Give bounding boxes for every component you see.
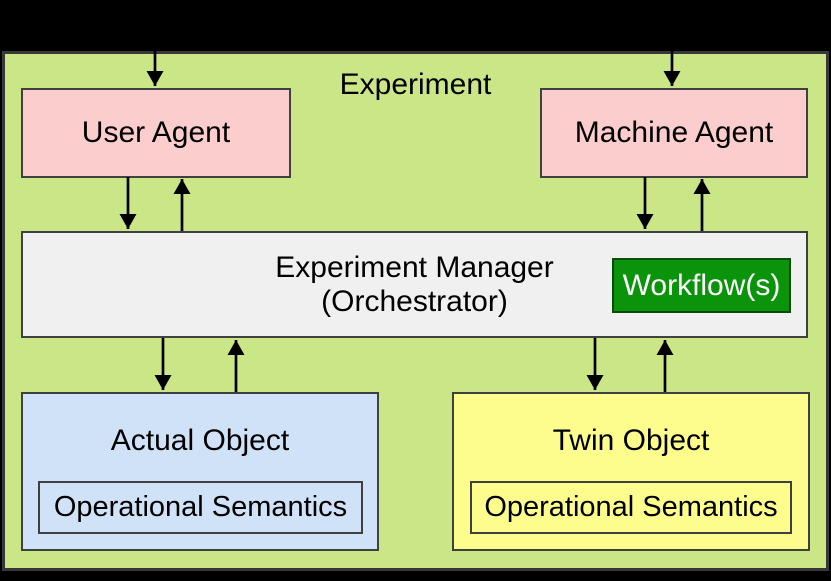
experiment-manager-sublabel: (Orchestrator) (321, 284, 508, 318)
actual-operational-semantics-box: Operational Semantics (38, 481, 363, 534)
twin-operational-semantics-label: Operational Semantics (484, 491, 778, 523)
node-machine-agent: Machine Agent (540, 88, 808, 178)
user-agent-label: User Agent (81, 116, 231, 149)
workflow-label: Workflow(s) (622, 268, 781, 302)
machine-agent-label: Machine Agent (574, 116, 774, 149)
experiment-title: Experiment (339, 68, 492, 101)
node-workflow: Workflow(s) (612, 258, 791, 313)
actual-object-label: Actual Object (110, 424, 290, 457)
node-experiment-manager: Experiment Manager (Orchestrator) Workfl… (21, 231, 808, 338)
node-user-agent: User Agent (21, 88, 291, 178)
actual-operational-semantics-label: Operational Semantics (53, 491, 348, 523)
twin-operational-semantics-box: Operational Semantics (470, 481, 792, 534)
node-actual-object: Actual Object Operational Semantics (21, 392, 379, 551)
node-twin-object: Twin Object Operational Semantics (452, 392, 810, 551)
experiment-manager-label: Experiment Manager (275, 250, 554, 284)
twin-object-label: Twin Object (552, 424, 710, 457)
